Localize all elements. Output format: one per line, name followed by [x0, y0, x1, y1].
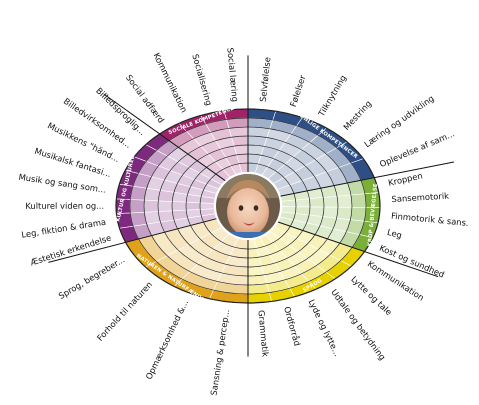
item-label: Lyde og lytte...	[307, 298, 343, 358]
segment-sociale	[231, 135, 249, 147]
item-label: Leg, fiktion & drama	[21, 217, 107, 240]
section-divider	[48, 218, 217, 263]
segment-kultur	[143, 199, 159, 213]
item-label: Musik og sang som...	[18, 172, 107, 195]
item-label: Sansning & percep...	[208, 309, 231, 397]
item-label: Socialisering	[190, 53, 214, 107]
item-label: Grammatik	[256, 310, 270, 358]
segment-sprog	[247, 256, 262, 268]
item-label: Forhold til naturen	[95, 279, 154, 343]
section-divider	[277, 221, 439, 278]
section-dividers	[48, 55, 454, 357]
section-divider	[280, 161, 454, 197]
segment-sociale	[233, 144, 249, 156]
item-label: Tilknytning	[316, 73, 348, 119]
item-label: Mestring	[341, 98, 373, 132]
segment-sprog	[247, 265, 265, 277]
item-label: Ordforråd	[282, 305, 302, 347]
item-label: Følelser	[288, 73, 308, 108]
segment-krop	[322, 195, 339, 208]
child-photo	[214, 172, 282, 240]
segment-krop	[281, 199, 297, 208]
item-label: Social læring	[225, 47, 240, 102]
segment-kultur	[185, 201, 201, 211]
segment-krop	[295, 198, 311, 208]
item-label: Kommunikation	[152, 51, 190, 114]
segment-sociale	[228, 126, 249, 138]
segment-krop	[350, 193, 367, 208]
item-label: Æstetisk erkendelse	[29, 232, 112, 267]
segment-kultur	[199, 202, 215, 210]
segment-kultur	[171, 209, 189, 221]
item-label: Sprog, begreber...	[57, 254, 127, 301]
item-label: Leg	[386, 227, 403, 240]
segment-kultur	[157, 200, 173, 212]
segment-krop	[322, 206, 339, 219]
item-label: Kulturel viden og...	[25, 201, 104, 211]
item-label: Finmotorik & sans.	[391, 211, 469, 228]
segment-krop	[336, 194, 353, 208]
item-label: Sansemotorik	[391, 191, 449, 205]
segment-krop	[350, 207, 367, 222]
item-label: Opmærksomhed &...	[144, 298, 191, 381]
segment-kultur	[171, 201, 187, 212]
segment-kultur	[157, 210, 175, 223]
item-label: Kroppen	[387, 170, 423, 187]
item-label: Oplevelse af sam...	[378, 128, 456, 169]
segment-kultur	[143, 211, 161, 225]
item-label: Selvfølelse	[258, 57, 273, 103]
segment-kultur	[129, 199, 145, 214]
section-divider	[103, 93, 226, 182]
segment-krop	[309, 197, 325, 208]
segment-sprog	[247, 274, 268, 286]
segment-krop	[336, 206, 353, 221]
